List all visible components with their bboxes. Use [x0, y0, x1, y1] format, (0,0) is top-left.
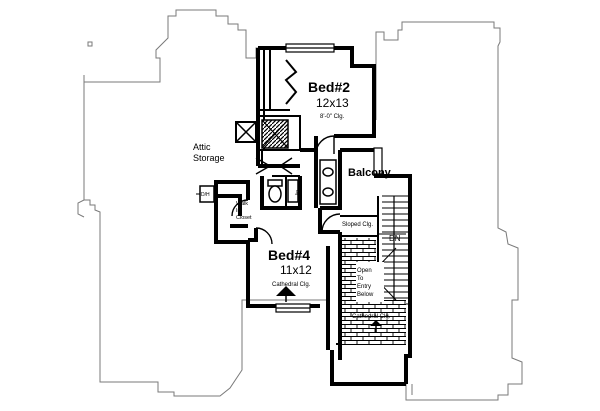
bath-fixtures [267, 159, 337, 205]
attic-label-2: Storage [193, 153, 225, 163]
open-below-ceiling: Cathedral Clg. [352, 314, 391, 320]
walkin-label-3: Closet [236, 215, 252, 221]
bed2-name: Bed#2 [308, 79, 350, 95]
open-below-2: To [357, 276, 364, 282]
bed2-size: 12x13 [316, 96, 349, 110]
open-below-3: Entry [357, 284, 371, 290]
stairs-label: DN [389, 234, 401, 243]
doors [231, 135, 341, 245]
balcony-name: Balcony [348, 167, 392, 179]
linen-label: lin [295, 190, 301, 195]
walkin-label-1: Walk [236, 201, 248, 207]
bed2-ceiling: 8'-0" Clg. [320, 114, 345, 120]
attic-label-1: Attic [193, 142, 211, 152]
open-below-4: Below [357, 292, 374, 298]
open-below-1: Open [357, 268, 372, 274]
windows [275, 43, 383, 313]
bed4-size: 11x12 [280, 263, 312, 277]
bed4-ceiling: Cathedral Clg. [272, 282, 311, 288]
direction-arrows [276, 286, 382, 332]
balcony-ceiling: Sloped Clg. [342, 222, 373, 228]
bed4-name: Bed#4 [268, 247, 310, 263]
attic-hatch [235, 119, 289, 149]
walkin-label-2: In [236, 208, 241, 214]
attic-access-label: D/H [201, 192, 210, 198]
walls [214, 46, 412, 386]
